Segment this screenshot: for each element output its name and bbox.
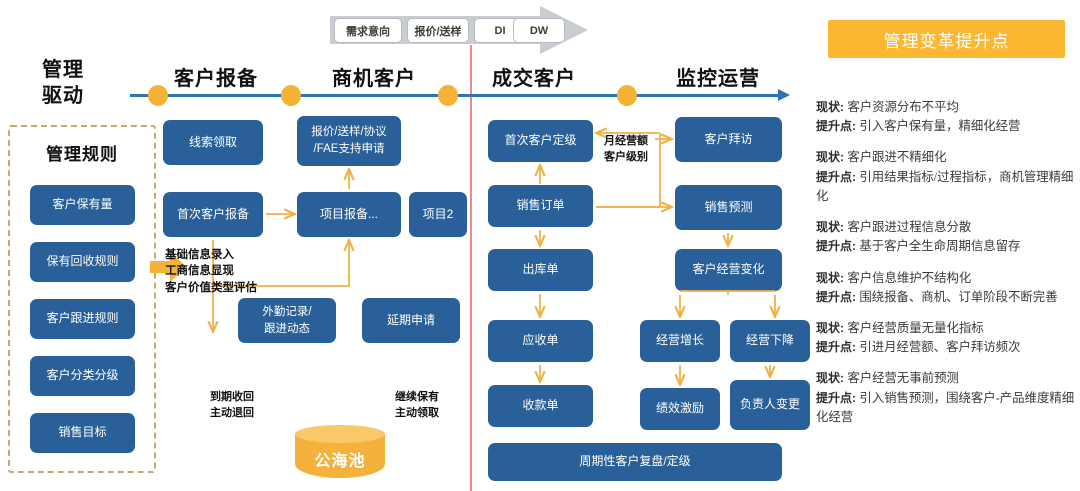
status-label: 现状: [816, 320, 848, 335]
flow-node-quote-sample-agreement[interactable]: 报价/送样/协议 /FAE支持申请 [297, 116, 401, 166]
rule-node-sales-target[interactable]: 销售目标 [30, 413, 135, 453]
phase-title-deal: 成交客户 [492, 68, 576, 90]
improvement-status-line: 现状: 客户经营质量无量化指标 [816, 320, 984, 335]
improve-label: 提升点: [816, 390, 860, 405]
flow-node-performance-incentive[interactable]: 绩效激励 [640, 388, 720, 430]
timeline-dot-4 [617, 85, 637, 106]
improvement-status-line: 现状: 客户信息维护不结构化 [816, 270, 972, 285]
phase-divider-line [470, 45, 472, 491]
annotation-keep: 继续保有 主动领取 [395, 391, 439, 419]
rule-node-customer-holding[interactable]: 客户保有量 [30, 185, 135, 225]
status-label: 现状: [816, 220, 848, 235]
flow-node-project-report[interactable]: 项目报备... [297, 192, 401, 237]
improvement-point-line: 提升点: 围绕报备、商机、订单阶段不断完善 [816, 289, 1058, 304]
improvement-item: 现状: 客户经营无事前预测提升点: 引入销售预测，围绕客户-产品维度精细化经营 [816, 369, 1078, 427]
improvement-point-line: 提升点: 引用结果指标/过程指标，商机管理精细化 [816, 169, 1074, 203]
flow-node-sales-forecast[interactable]: 销售预测 [675, 185, 782, 230]
improvement-item: 现状: 客户资源分布不平均提升点: 引入客户保有量，精细化经营 [816, 98, 1078, 136]
improvement-status-line: 现状: 客户跟进不精细化 [816, 150, 947, 165]
improvement-point-line: 提升点: 引入客户保有量，精细化经营 [816, 119, 1021, 134]
improve-label: 提升点: [816, 289, 860, 304]
flow-node-periodic-review[interactable]: 周期性客户复盘/定级 [488, 443, 782, 481]
flow-node-lead-claim[interactable]: 线索领取 [163, 120, 263, 165]
improve-label: 提升点: [816, 169, 860, 184]
phase-title-opportunity: 商机客户 [332, 68, 416, 90]
improvement-status-line: 现状: 客户跟进过程信息分散 [816, 220, 972, 235]
phase-title-monitor: 监控运营 [676, 68, 760, 90]
improvement-item: 现状: 客户跟进过程信息分散提升点: 基于客户全生命周期信息留存 [816, 218, 1078, 256]
stage-chip-dw[interactable]: DW [513, 18, 565, 43]
improvement-item: 现状: 客户跟进不精细化提升点: 引用结果指标/过程指标，商机管理精细化 [816, 148, 1078, 206]
flow-node-operation-change[interactable]: 客户经营变化 [675, 249, 782, 291]
improvement-status-line: 现状: 客户资源分布不平均 [816, 100, 959, 114]
pool-label: 公海池 [314, 453, 366, 470]
rule-node-followup-rule[interactable]: 客户跟进规则 [30, 299, 135, 339]
pool-top-ellipse [295, 425, 385, 443]
flow-node-payment-note[interactable]: 收款单 [488, 385, 593, 427]
rules-to-flow-arrow-icon [150, 252, 187, 282]
management-drive-title: 管理 驱动 [42, 59, 84, 107]
improvement-point-line: 提升点: 引入销售预测，围绕客户-产品维度精细化经营 [816, 390, 1075, 424]
annotation-monthly-amount: 月经营额 客户级别 [604, 135, 648, 163]
flow-node-project-2[interactable]: 项目2 [409, 192, 467, 237]
flow-node-delivery-note[interactable]: 出库单 [488, 249, 593, 291]
timeline-dot-3 [438, 85, 458, 106]
improve-label: 提升点: [816, 119, 860, 134]
flow-node-decline[interactable]: 经营下降 [730, 320, 810, 362]
status-label: 现状: [816, 150, 848, 165]
rule-node-recycle-rule[interactable]: 保有回收规则 [30, 242, 135, 282]
improve-label: 提升点: [816, 239, 860, 254]
timeline-arrow-head [778, 89, 790, 101]
annotation-recycle: 到期收回 主动退回 [210, 391, 254, 419]
flow-node-receivable-note[interactable]: 应收单 [488, 320, 593, 362]
management-rules-group [8, 125, 156, 473]
management-rules-title: 管理规则 [46, 145, 118, 164]
stage-chip-demand[interactable]: 需求意向 [334, 18, 402, 43]
stage-chip-quote[interactable]: 报价/送样 [407, 18, 469, 43]
status-label: 现状: [816, 270, 848, 285]
rule-node-classification[interactable]: 客户分类分级 [30, 356, 135, 396]
panel-title-banner: 管理变革提升点 [828, 20, 1065, 58]
flow-node-first-grading[interactable]: 首次客户定级 [488, 120, 593, 162]
improvement-item: 现状: 客户经营质量无量化指标提升点: 引进月经营额、客户拜访频次 [816, 319, 1078, 357]
status-label: 现状: [816, 371, 848, 386]
status-label: 现状: [816, 100, 848, 114]
timeline-dot-1 [148, 85, 168, 106]
improve-label: 提升点: [816, 340, 860, 355]
improvement-point-line: 提升点: 基于客户全生命周期信息留存 [816, 239, 1021, 254]
timeline-dot-2 [281, 85, 301, 106]
annotation-basic-info: 基础信息录入 工商信息显现 客户价值类型评估 [165, 249, 257, 294]
flow-node-field-record[interactable]: 外勤记录/ 跟进动态 [238, 298, 336, 343]
phase-title-customer-report: 客户报备 [174, 68, 258, 90]
flow-node-customer-visit[interactable]: 客户拜访 [675, 117, 782, 162]
improvement-point-list: 现状: 客户资源分布不平均提升点: 引入客户保有量，精细化经营现状: 客户跟进不… [816, 98, 1078, 439]
improvement-status-line: 现状: 客户经营无事前预测 [816, 371, 959, 386]
improvement-item: 现状: 客户信息维护不结构化提升点: 围绕报备、商机、订单阶段不断完善 [816, 269, 1078, 307]
improvement-point-line: 提升点: 引进月经营额、客户拜访频次 [816, 340, 1021, 355]
flow-node-first-customer-report[interactable]: 首次客户报备 [163, 192, 263, 237]
public-pool-cylinder: 公海池 [295, 425, 385, 483]
flow-node-owner-change[interactable]: 负责人变更 [730, 380, 810, 430]
flow-node-growth[interactable]: 经营增长 [640, 320, 720, 362]
flow-node-extension-request[interactable]: 延期申请 [362, 298, 460, 343]
flow-node-sales-order[interactable]: 销售订单 [488, 185, 593, 227]
